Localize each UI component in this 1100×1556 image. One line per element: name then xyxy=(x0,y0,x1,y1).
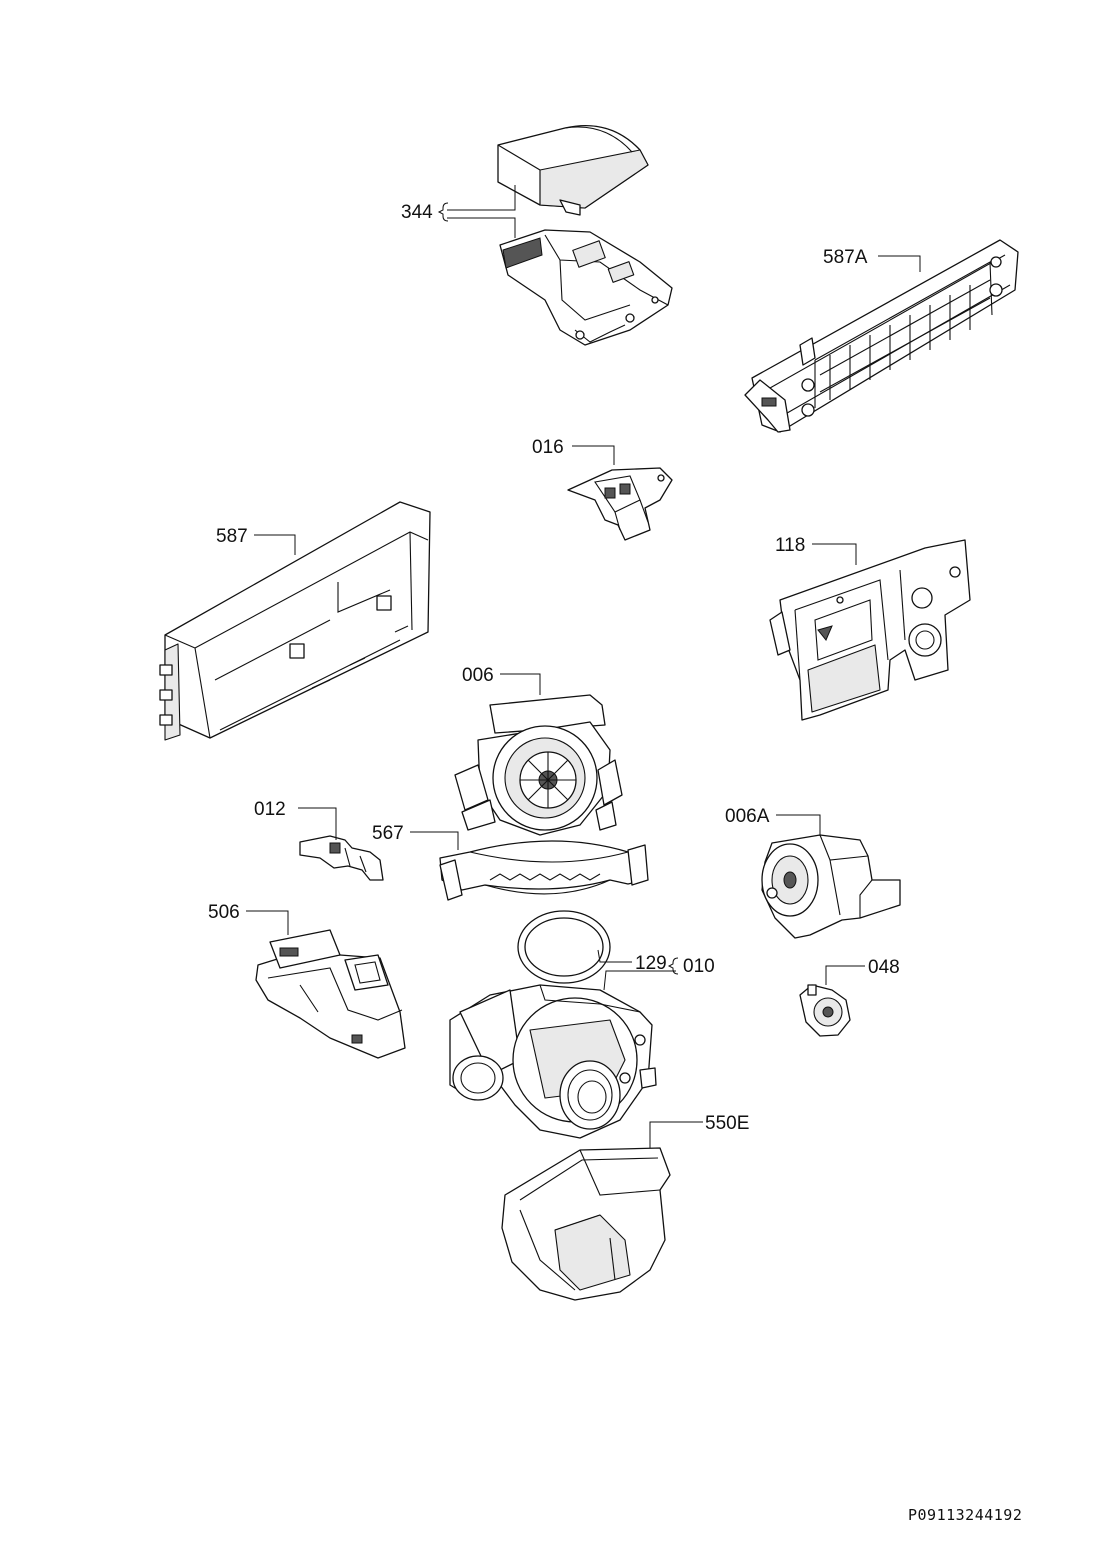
part-labels: 344 587A 016 587 118 006 012 567 006A 50… xyxy=(208,202,900,1134)
label-129: 129 xyxy=(635,953,667,974)
label-016: 016 xyxy=(532,437,564,458)
part-587A xyxy=(744,239,1019,433)
part-012 xyxy=(299,835,384,881)
part-567 xyxy=(439,840,649,901)
part-006A xyxy=(761,834,901,939)
label-048: 048 xyxy=(868,957,900,978)
part-129 xyxy=(517,910,611,984)
label-587: 587 xyxy=(216,526,248,547)
label-006A: 006A xyxy=(725,806,770,827)
part-550E xyxy=(501,1147,671,1301)
label-587A: 587A xyxy=(823,247,868,268)
part-587 xyxy=(159,501,431,741)
label-012: 012 xyxy=(254,799,286,820)
part-344 xyxy=(497,125,673,346)
part-006 xyxy=(454,694,623,836)
leader-lines xyxy=(246,185,921,1148)
label-344: 344 xyxy=(401,202,433,223)
part-016 xyxy=(567,467,673,541)
label-010: 010 xyxy=(683,956,715,977)
part-118 xyxy=(769,539,971,721)
part-010 xyxy=(449,984,657,1139)
label-506: 506 xyxy=(208,902,240,923)
part-048 xyxy=(799,984,851,1037)
label-567: 567 xyxy=(372,823,404,844)
label-118: 118 xyxy=(775,535,805,556)
footer-drawing-code: P09113244192 xyxy=(908,1506,1022,1524)
label-006: 006 xyxy=(462,665,494,686)
part-506 xyxy=(255,929,406,1059)
label-550E: 550E xyxy=(705,1113,749,1134)
